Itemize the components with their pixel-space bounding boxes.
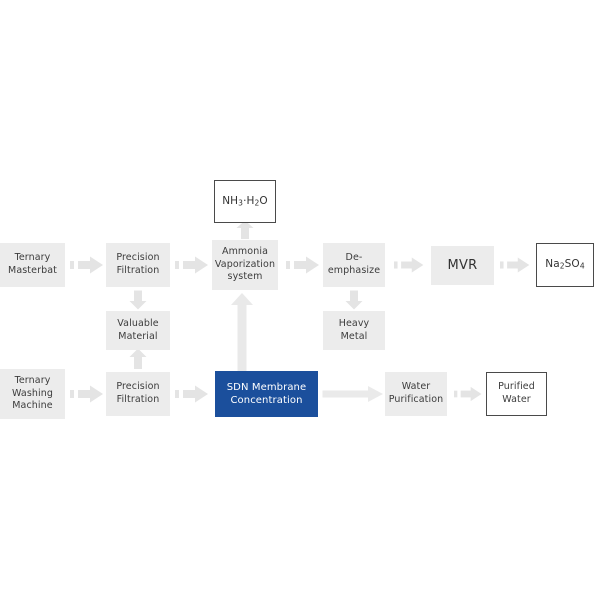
arrow-sdn-membrane-to-water-purification bbox=[322, 385, 384, 403]
node-sdn-membrane-concentration-label: SDN Membrane Concentration bbox=[226, 381, 307, 406]
node-ternary-masterbat: Ternary Masterbat bbox=[0, 243, 65, 287]
arrow-de-emphasize-to-heavy-metal bbox=[345, 290, 363, 310]
arrow-precision-filtration-to-ammonia bbox=[175, 256, 211, 274]
arrow-precision-filtration-bottom-to-valuable-material bbox=[129, 348, 147, 370]
node-water-purification: Water Purification bbox=[385, 372, 447, 416]
node-valuable-material: Valuable Material bbox=[106, 311, 170, 350]
node-sdn-membrane-concentration: SDN Membrane Concentration bbox=[215, 371, 318, 417]
arrow-ammonia-to-de-emphasize bbox=[286, 256, 322, 274]
node-sodium-sulfate-label: Na2SO4 bbox=[545, 258, 585, 271]
arrow-de-emphasize-to-mvr bbox=[394, 256, 426, 274]
node-valuable-material-label: Valuable Material bbox=[117, 317, 159, 342]
node-de-emphasize-label: De- emphasize bbox=[327, 252, 381, 276]
node-precision-filtration-top-label: Precision Filtration bbox=[116, 252, 160, 276]
node-sodium-sulfate: Na2SO4 bbox=[536, 243, 594, 287]
arrow-washing-machine-to-precision-filtration bbox=[70, 385, 106, 403]
arrow-sdn-membrane-to-ammonia bbox=[230, 292, 254, 374]
node-ammonia-water-label: NH3·H2O bbox=[222, 194, 268, 208]
node-heavy-metal-label: Heavy Metal bbox=[338, 317, 370, 342]
arrow-mvr-to-sodium-sulfate bbox=[500, 256, 532, 274]
arrow-water-purification-to-purified-water bbox=[454, 385, 484, 403]
arrow-masterbat-to-precision-filtration bbox=[70, 256, 106, 274]
node-purified-water: Purified Water bbox=[486, 372, 547, 416]
node-ammonia-vaporization-label: Ammonia Vaporization system bbox=[214, 246, 276, 283]
node-heavy-metal: Heavy Metal bbox=[323, 311, 385, 350]
node-ammonia-water: NH3·H2O bbox=[214, 180, 276, 223]
node-purified-water-label: Purified Water bbox=[498, 381, 535, 405]
node-ternary-washing-machine: Ternary Washing Machine bbox=[0, 369, 65, 419]
node-precision-filtration-bottom-label: Precision Filtration bbox=[116, 381, 160, 405]
node-mvr-label: MVR bbox=[447, 257, 478, 273]
node-precision-filtration-bottom: Precision Filtration bbox=[106, 372, 170, 416]
arrow-precision-filtration-to-sdn-membrane bbox=[175, 385, 211, 403]
node-de-emphasize: De- emphasize bbox=[323, 243, 385, 287]
node-water-purification-label: Water Purification bbox=[388, 381, 444, 405]
arrow-precision-filtration-to-valuable-material bbox=[129, 290, 147, 310]
arrow-ammonia-to-ammonia-water bbox=[236, 220, 254, 240]
node-ammonia-vaporization: Ammonia Vaporization system bbox=[212, 240, 278, 290]
node-ternary-washing-machine-label: Ternary Washing Machine bbox=[12, 375, 53, 412]
node-ternary-masterbat-label: Ternary Masterbat bbox=[8, 252, 57, 276]
node-precision-filtration-top: Precision Filtration bbox=[106, 243, 170, 287]
node-mvr: MVR bbox=[431, 246, 494, 285]
